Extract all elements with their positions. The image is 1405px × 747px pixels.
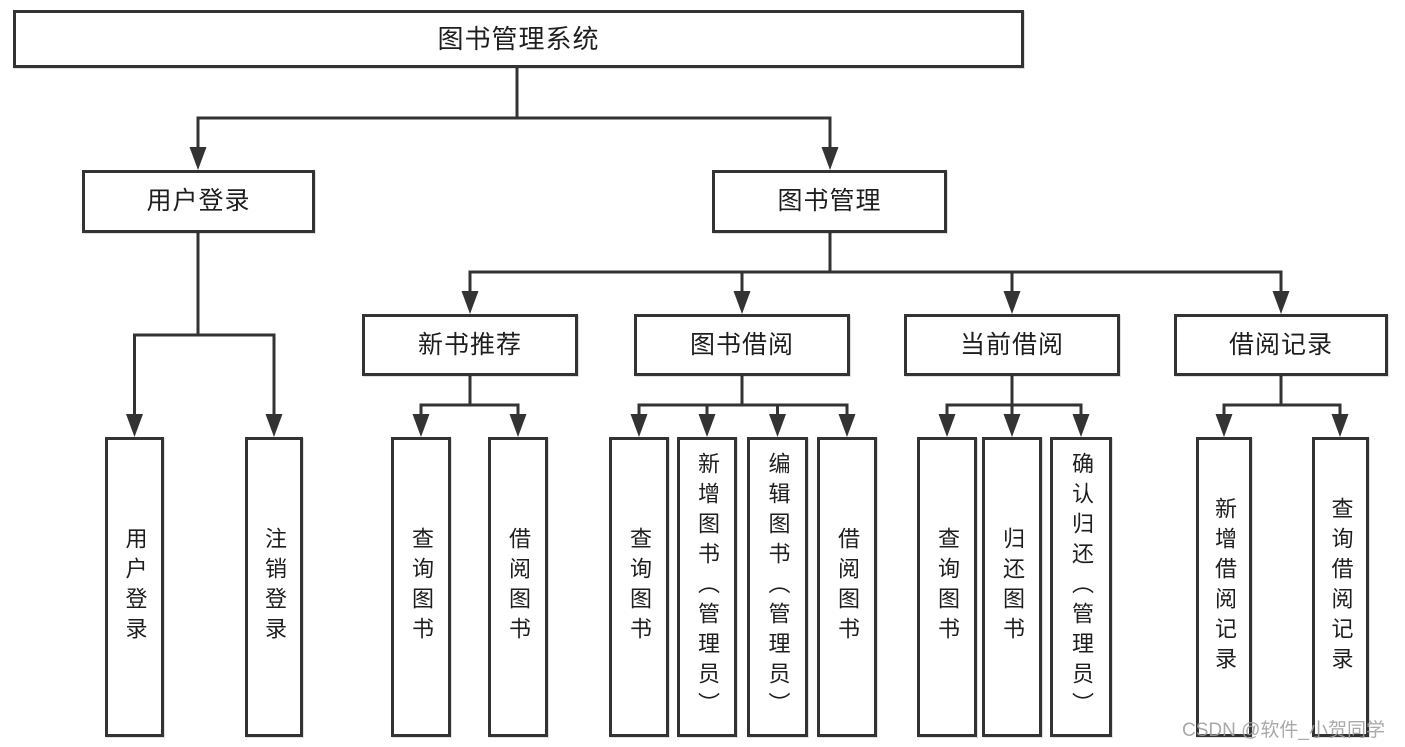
arrow-down-icon [630, 414, 648, 437]
node-label: 用户登录 [146, 187, 251, 215]
arrow-down-icon [1331, 414, 1349, 437]
node-new-book-recommend: 新书推荐 [362, 314, 578, 376]
arrow-down-icon [698, 414, 716, 437]
leaf-query-books-recommend: 查询图书 [391, 437, 451, 737]
leaf-logout: 注销登录 [245, 437, 303, 737]
leaf-add-borrow-record: 新增借阅记录 [1196, 437, 1252, 737]
node-label: 当前借阅 [959, 330, 1064, 359]
arrow-down-icon [126, 414, 143, 437]
node-label: 用户登录 [122, 527, 148, 647]
leaf-query-borrow-record: 查询借阅记录 [1312, 437, 1369, 737]
arrow-down-icon [1072, 414, 1090, 437]
arrow-down-icon [1003, 291, 1021, 314]
node-label: 查询图书 [935, 527, 960, 647]
leaf-return-books: 归还图书 [982, 437, 1042, 737]
connector-book-borrow-to-children [637, 376, 849, 419]
connector-borrow-records-to-children [1222, 376, 1342, 419]
leaf-borrow-books-recommend: 借阅图书 [488, 437, 548, 737]
node-label: 借阅图书 [835, 527, 860, 647]
arrow-down-icon [821, 147, 839, 170]
arrow-down-icon [189, 147, 207, 170]
node-label: 新书推荐 [417, 330, 522, 359]
arrow-down-icon [769, 414, 786, 437]
arrow-down-icon [412, 414, 430, 437]
connector-book-mgmt-to-level3 [468, 233, 1283, 296]
node-label: 图书借阅 [689, 330, 794, 359]
arrow-down-icon [1272, 291, 1290, 314]
node-current-borrowing: 当前借阅 [904, 314, 1120, 376]
node-label: 查询借阅记录 [1328, 497, 1354, 677]
arrow-down-icon [938, 414, 956, 437]
leaf-confirm-return-admin: 确认归还（管理员） [1050, 437, 1112, 737]
node-label: 编辑图书（管理员） [765, 452, 791, 722]
node-label: 查询图书 [627, 527, 652, 647]
node-label: 确认归还（管理员） [1069, 452, 1094, 722]
node-label: 借阅记录 [1228, 330, 1333, 359]
node-library-management-system: 图书管理系统 [13, 10, 1024, 68]
connector-user-login-to-children [133, 233, 276, 419]
node-label: 借阅图书 [506, 527, 531, 647]
arrowheads-group [126, 147, 1349, 437]
node-label: 新增图书（管理员） [695, 452, 720, 722]
leaf-borrow-books: 借阅图书 [817, 437, 877, 737]
leaf-query-books-borrow: 查询图书 [609, 437, 669, 737]
arrow-down-icon [1215, 414, 1233, 437]
arrow-down-icon [509, 414, 527, 437]
connector-root-to-level2 [196, 68, 832, 152]
connector-current-borrow-to-children [945, 376, 1083, 419]
node-book-borrowing: 图书借阅 [634, 314, 850, 376]
node-user-login: 用户登录 [82, 170, 315, 233]
node-label: 查询图书 [409, 527, 434, 647]
node-label: 注销登录 [262, 527, 287, 647]
node-label: 归还图书 [1000, 527, 1025, 647]
leaf-user-login: 用户登录 [105, 437, 164, 737]
node-book-management: 图书管理 [712, 170, 947, 233]
arrow-down-icon [461, 291, 479, 314]
leaf-add-books-admin: 新增图书（管理员） [677, 437, 737, 737]
leaf-edit-books-admin: 编辑图书（管理员） [747, 437, 808, 737]
arrow-down-icon [733, 291, 751, 314]
node-label: 图书管理系统 [437, 24, 600, 54]
node-label: 图书管理 [777, 187, 882, 215]
arrow-down-icon [1003, 414, 1021, 437]
leaf-query-books-current: 查询图书 [917, 437, 977, 737]
csdn-watermark: CSDN @软件_小贺同学 [1182, 720, 1385, 741]
connector-new-book-rec-to-children [419, 376, 520, 419]
node-borrow-records: 借阅记录 [1174, 314, 1388, 376]
arrow-down-icon [838, 414, 856, 437]
node-label: 新增借阅记录 [1212, 497, 1237, 677]
arrow-down-icon [265, 414, 283, 437]
